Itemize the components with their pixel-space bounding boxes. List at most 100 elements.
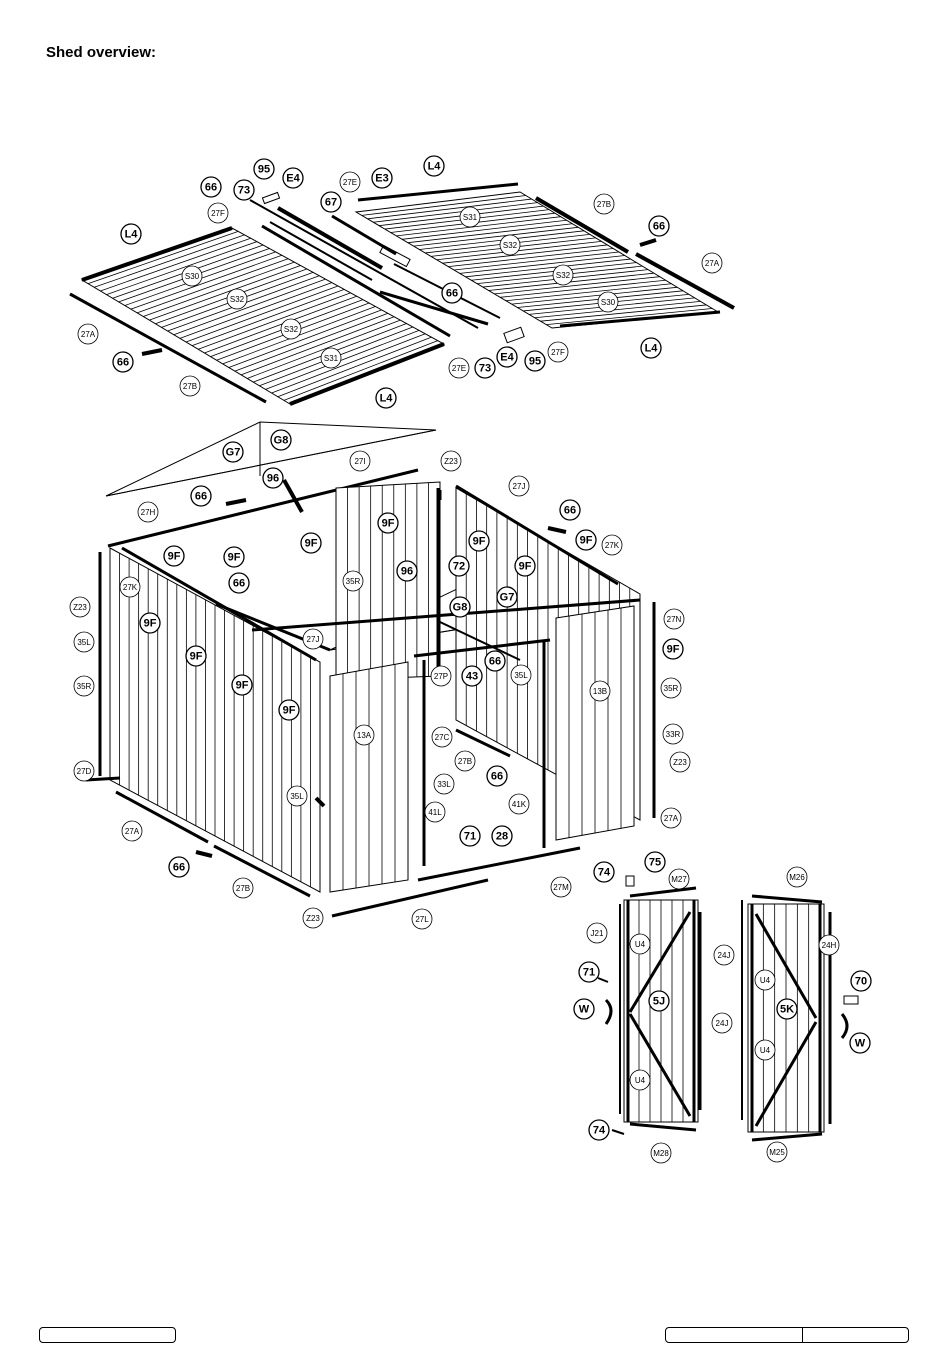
svg-text:96: 96	[401, 566, 413, 578]
svg-text:W: W	[855, 1038, 866, 1050]
part-label-72: 72	[448, 555, 470, 577]
part-label-35r: 35R	[73, 675, 95, 697]
part-label-73: 73	[474, 357, 496, 379]
svg-text:M25: M25	[769, 1148, 785, 1157]
part-label-z23: Z23	[69, 596, 91, 618]
svg-text:S30: S30	[185, 272, 200, 281]
part-label-g7: G7	[496, 586, 518, 608]
footer-left-box	[39, 1327, 176, 1343]
part-label-9f: 9F	[300, 532, 322, 554]
svg-text:71: 71	[583, 967, 595, 979]
part-label-24j: 24J	[713, 944, 735, 966]
part-label-96: 96	[396, 560, 418, 582]
svg-text:74: 74	[598, 867, 611, 879]
svg-text:35R: 35R	[346, 577, 361, 586]
svg-text:24J: 24J	[718, 951, 731, 960]
left-side-wall	[98, 468, 419, 893]
svg-text:27J: 27J	[513, 482, 526, 491]
left-roof-panel	[69, 224, 451, 406]
svg-text:27A: 27A	[705, 259, 720, 268]
svg-text:9F: 9F	[580, 535, 593, 547]
svg-text:27A: 27A	[664, 814, 679, 823]
part-label-35l: 35L	[73, 631, 95, 653]
roof-assembly	[69, 182, 735, 406]
svg-text:U4: U4	[635, 1076, 646, 1085]
svg-text:27C: 27C	[435, 733, 450, 742]
part-label-l4: L4	[120, 223, 142, 245]
svg-text:27A: 27A	[81, 330, 96, 339]
svg-text:E3: E3	[375, 173, 388, 185]
svg-text:U4: U4	[760, 1046, 771, 1055]
part-label-s32: S32	[499, 234, 521, 256]
part-label-27h: 27H	[137, 501, 159, 523]
svg-text:95: 95	[258, 164, 270, 176]
part-label-9f: 9F	[278, 699, 300, 721]
svg-text:66: 66	[117, 357, 129, 369]
svg-text:43: 43	[466, 671, 478, 683]
svg-text:66: 66	[653, 221, 665, 233]
svg-text:67: 67	[325, 197, 337, 209]
part-label-s31: S31	[459, 206, 481, 228]
part-label-70: 70	[850, 970, 872, 992]
footer-divider	[802, 1328, 803, 1342]
svg-text:95: 95	[529, 356, 541, 368]
part-label-u4: U4	[754, 1039, 776, 1061]
svg-text:27K: 27K	[123, 583, 138, 592]
svg-text:G7: G7	[500, 592, 515, 604]
svg-text:S30: S30	[601, 298, 616, 307]
svg-text:9F: 9F	[519, 561, 532, 573]
svg-text:S31: S31	[324, 354, 339, 363]
part-label-75: 75	[644, 851, 666, 873]
part-label-24h: 24H	[818, 934, 840, 956]
svg-text:24J: 24J	[716, 1019, 729, 1028]
svg-text:35R: 35R	[664, 684, 679, 693]
svg-text:27B: 27B	[597, 200, 611, 209]
part-label-l4: L4	[640, 337, 662, 359]
svg-text:66: 66	[233, 578, 245, 590]
svg-text:27H: 27H	[141, 508, 156, 517]
part-label-27a: 27A	[77, 323, 99, 345]
part-label-m27: M27	[668, 868, 690, 890]
svg-text:9F: 9F	[190, 651, 203, 663]
svg-text:33L: 33L	[437, 780, 451, 789]
part-label-w: W	[849, 1032, 871, 1054]
part-label-66: 66	[190, 485, 212, 507]
part-label-m26: M26	[786, 866, 808, 888]
svg-text:S31: S31	[463, 213, 478, 222]
part-label-27m: 27M	[550, 876, 572, 898]
svg-text:75: 75	[649, 857, 661, 869]
part-label-41k: 41K	[508, 793, 530, 815]
part-label-27a: 27A	[701, 252, 723, 274]
svg-text:G8: G8	[453, 602, 468, 614]
part-label-e3: E3	[371, 167, 393, 189]
svg-text:27F: 27F	[211, 209, 225, 218]
svg-text:9F: 9F	[168, 551, 181, 563]
front-wall-right-13B	[555, 605, 635, 841]
front-wall-left-13A	[329, 661, 409, 893]
svg-text:9F: 9F	[228, 552, 241, 564]
part-label-9f: 9F	[575, 529, 597, 551]
part-label-9f: 9F	[163, 545, 185, 567]
part-label-e4: E4	[496, 346, 518, 368]
svg-text:W: W	[579, 1004, 590, 1016]
svg-text:27E: 27E	[452, 364, 466, 373]
svg-text:35L: 35L	[514, 671, 528, 680]
svg-text:L4: L4	[380, 393, 394, 405]
part-label-74: 74	[593, 861, 615, 883]
part-label-27e: 27E	[339, 171, 361, 193]
svg-text:S32: S32	[230, 295, 245, 304]
svg-text:41L: 41L	[428, 808, 442, 817]
svg-text:J21: J21	[591, 929, 604, 938]
part-label-s32: S32	[280, 318, 302, 340]
svg-text:27K: 27K	[605, 541, 620, 550]
part-label-27l: 27L	[411, 908, 433, 930]
part-label-27a: 27A	[121, 820, 143, 842]
part-label-u4: U4	[754, 969, 776, 991]
part-label-9f: 9F	[139, 612, 161, 634]
part-label-33l: 33L	[433, 773, 455, 795]
part-label-35l: 35L	[510, 664, 532, 686]
part-label-35r: 35R	[342, 570, 364, 592]
svg-text:9F: 9F	[283, 705, 296, 717]
svg-text:U4: U4	[635, 940, 646, 949]
